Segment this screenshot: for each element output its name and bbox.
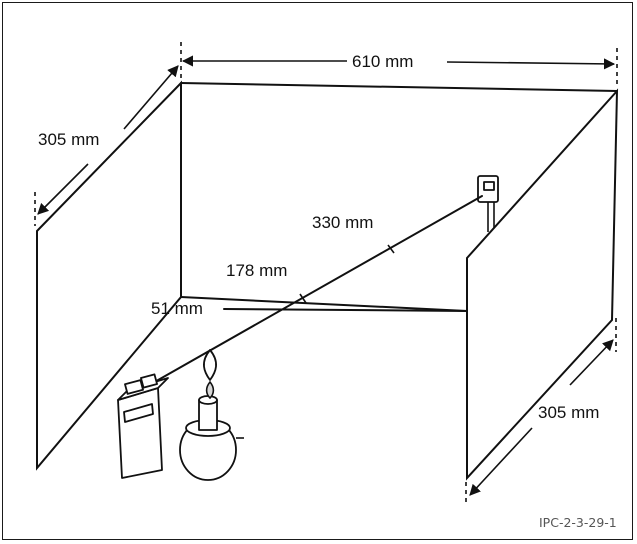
figure-frame	[2, 2, 633, 540]
label-178mm: 178 mm	[226, 261, 287, 280]
left-side-panel	[36, 80, 182, 471]
label-305mm-right: 305 mm	[538, 403, 599, 422]
right-side-panel	[466, 88, 619, 481]
label-610mm: 610 mm	[352, 52, 413, 71]
dim-305-left	[34, 65, 179, 226]
figure-id: IPC-2-3-29-1	[539, 515, 617, 530]
tick-330	[387, 244, 395, 254]
tick-178	[299, 293, 307, 304]
label-51mm: 51 mm	[151, 299, 203, 318]
specimen-holder	[477, 175, 499, 232]
dim-305-right	[465, 318, 617, 502]
line-51mm	[223, 308, 468, 312]
burner	[179, 349, 244, 481]
label-305mm-left: 305 mm	[38, 130, 99, 149]
sight-line	[136, 195, 483, 393]
label-330mm: 330 mm	[312, 213, 373, 232]
light-meter	[117, 373, 169, 479]
dim-610	[180, 42, 618, 86]
